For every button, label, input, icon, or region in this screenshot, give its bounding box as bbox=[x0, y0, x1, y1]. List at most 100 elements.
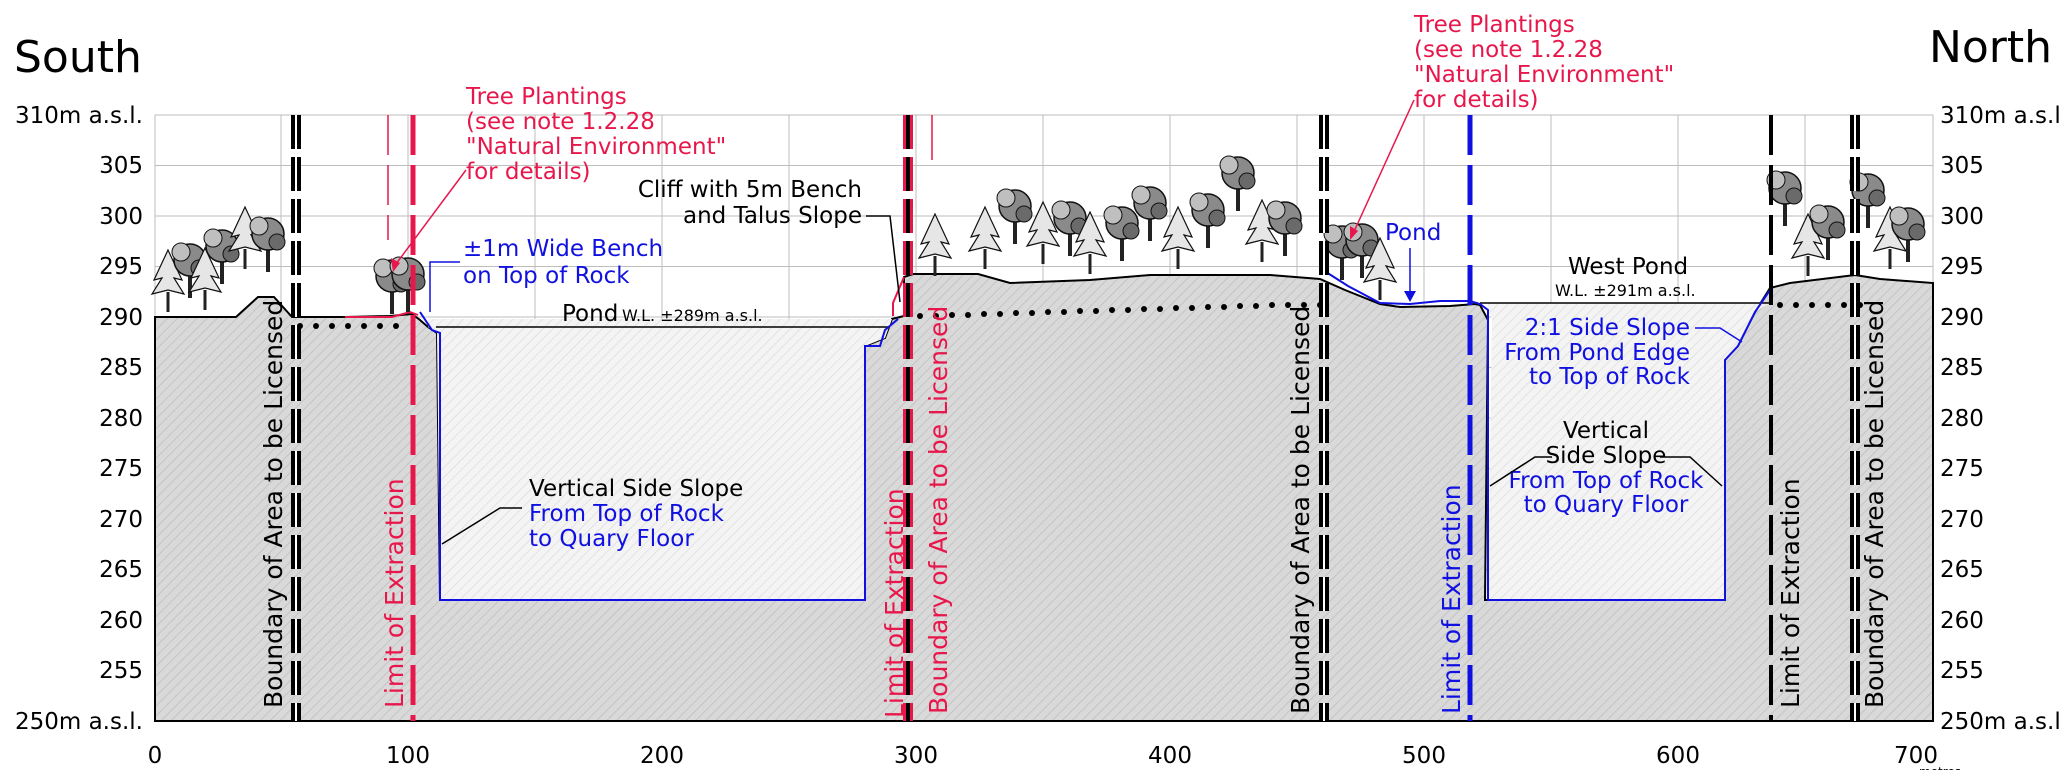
vertical-side-slope-south-leader bbox=[441, 507, 522, 545]
x-tick: 700 bbox=[1894, 743, 1938, 769]
y-tick-left: 275 bbox=[99, 456, 143, 482]
y-tick-left: 255 bbox=[99, 658, 143, 684]
tree-plantings-south-note: Tree Plantings (see note 1.2.28 "Natural… bbox=[465, 84, 726, 185]
svg-text:for details): for details) bbox=[466, 159, 591, 185]
x-tick: 300 bbox=[894, 743, 938, 769]
y-tick-left: 285 bbox=[99, 355, 143, 381]
west-pond-water-level-label: W.L. ±291m a.s.l. bbox=[1555, 281, 1696, 300]
y-tick-right: 300 bbox=[1940, 204, 1984, 230]
y-tick-left: 300 bbox=[99, 204, 143, 230]
limit-label-1: Limit of Extraction bbox=[380, 478, 409, 708]
svg-text:"Natural Environment": "Natural Environment" bbox=[1414, 62, 1674, 88]
cliff-leader bbox=[866, 215, 901, 303]
vertical-side-slope-south-blue-1: From Top of Rock bbox=[529, 501, 725, 527]
x-tick: 600 bbox=[1656, 743, 1700, 769]
svg-text:Cliff with 5m Bench: Cliff with 5m Bench bbox=[638, 177, 862, 203]
y-tick-right: 260 bbox=[1940, 608, 1984, 634]
y-tick-right: 275 bbox=[1940, 456, 1984, 482]
north-quarry-face-blue bbox=[1325, 271, 1771, 601]
vertical-side-slope-south-blue-2: to Quary Floor bbox=[529, 526, 694, 552]
vertical-side-slope-north-blue-1: From Top of Rock bbox=[1509, 468, 1705, 494]
svg-text:(see note 1.2.28: (see note 1.2.28 bbox=[466, 109, 655, 135]
svg-text:2:1 Side Slope: 2:1 Side Slope bbox=[1525, 315, 1690, 341]
vertical-side-slope-north-label-1: Vertical bbox=[1563, 418, 1649, 444]
y-label-bottom-right: 250m a.s.l. bbox=[1940, 709, 2062, 735]
y-axis-left: 310m a.s.l. 305 300 295 290 285 280 275 … bbox=[15, 103, 143, 735]
boundary-label-4: Boundary of Area to be Licensed bbox=[1860, 300, 1889, 708]
tree-plantings-north-note: Tree Plantings (see note 1.2.28 "Natural… bbox=[1413, 12, 1674, 113]
arrowhead bbox=[391, 258, 400, 272]
vertical-side-slope-north-blue-2: to Quary Floor bbox=[1524, 492, 1689, 518]
y-tick-right: 305 bbox=[1940, 153, 1984, 179]
north-pond-label: Pond bbox=[1385, 220, 1441, 246]
y-tick-right: 270 bbox=[1940, 507, 1984, 533]
wide-bench-note: ±1m Wide Bench on Top of Rock bbox=[463, 236, 663, 289]
x-axis: 0 100 200 300 400 500 600 700 metres bbox=[148, 743, 1961, 770]
x-tick: 200 bbox=[640, 743, 684, 769]
y-tick-left: 260 bbox=[99, 608, 143, 634]
red-top-of-rock bbox=[345, 276, 905, 318]
y-tick-right: 295 bbox=[1940, 254, 1984, 280]
y-label-bottom-left: 250m a.s.l. bbox=[15, 709, 143, 735]
x-tick: 400 bbox=[1148, 743, 1192, 769]
svg-text:to Top of Rock: to Top of Rock bbox=[1529, 364, 1691, 390]
svg-text:Tree Plantings: Tree Plantings bbox=[1413, 12, 1575, 38]
y-tick-left: 265 bbox=[99, 557, 143, 583]
x-tick: 100 bbox=[386, 743, 430, 769]
north-heading: North bbox=[1929, 22, 2052, 73]
y-tick-left: 270 bbox=[99, 507, 143, 533]
trees-north-hill bbox=[1766, 170, 1926, 277]
tree-plantings-south-leader bbox=[392, 169, 467, 269]
svg-text:"Natural Environment": "Natural Environment" bbox=[466, 134, 726, 160]
y-tick-left: 290 bbox=[99, 305, 143, 331]
south-pond-water-level-label: W.L. ±289m a.s.l. bbox=[622, 306, 763, 325]
svg-text:±1m Wide Bench: ±1m Wide Bench bbox=[463, 236, 663, 262]
south-quarry-pit bbox=[428, 319, 892, 600]
y-tick-right: 255 bbox=[1940, 658, 1984, 684]
x-tick: 0 bbox=[148, 743, 163, 769]
boundary-label-1: Boundary of Area to be Licensed bbox=[259, 300, 288, 708]
svg-text:Tree Plantings: Tree Plantings bbox=[465, 84, 627, 110]
limit-label-2: Limit of Extraction bbox=[880, 488, 909, 718]
vertical-side-slope-north-label-2: Side Slope bbox=[1546, 443, 1667, 469]
west-pond-title: West Pond bbox=[1568, 254, 1688, 280]
south-pond-label: Pond bbox=[562, 301, 618, 327]
cliff-note: Cliff with 5m Bench and Talus Slope bbox=[638, 177, 862, 229]
boundary-label-2: Boundary of Area to be Licensed bbox=[924, 306, 953, 714]
tree-plantings-north-leader bbox=[1351, 99, 1415, 237]
side-slope-note: 2:1 Side Slope From Pond Edge to Top of … bbox=[1504, 315, 1690, 390]
limit-label-4: Limit of Extraction bbox=[1776, 478, 1805, 708]
vertical-side-slope-north-leader-left bbox=[1489, 456, 1552, 487]
svg-text:From Pond Edge: From Pond Edge bbox=[1504, 340, 1690, 366]
y-tick-right: 290 bbox=[1940, 305, 1984, 331]
y-axis-right: 310m a.s.l. 305 300 295 290 285 280 275 … bbox=[1940, 103, 2062, 735]
y-tick-right: 280 bbox=[1940, 406, 1984, 432]
svg-text:(see note 1.2.28: (see note 1.2.28 bbox=[1414, 37, 1603, 63]
wide-bench-leader bbox=[429, 261, 460, 312]
y-tick-right: 285 bbox=[1940, 355, 1984, 381]
y-tick-left: 295 bbox=[99, 254, 143, 280]
limit-label-3: Limit of Extraction bbox=[1437, 484, 1466, 714]
trees-central-ridge bbox=[968, 155, 1303, 275]
south-quarry-face-blue bbox=[419, 311, 899, 601]
south-heading: South bbox=[14, 32, 142, 83]
svg-text:on Top of Rock: on Top of Rock bbox=[463, 263, 630, 289]
svg-text:for details): for details) bbox=[1414, 87, 1539, 113]
vertical-side-slope-south-label: Vertical Side Slope bbox=[529, 476, 743, 502]
y-label-top-left: 310m a.s.l. bbox=[15, 103, 143, 129]
y-label-top-right: 310m a.s.l. bbox=[1940, 103, 2062, 129]
arrowhead bbox=[1404, 291, 1416, 302]
north-quarry-pit bbox=[1488, 303, 1770, 600]
vertical-side-slope-north-leader-right bbox=[1660, 456, 1723, 487]
y-tick-left: 280 bbox=[99, 406, 143, 432]
x-tick: 500 bbox=[1402, 743, 1446, 769]
y-tick-right: 265 bbox=[1940, 557, 1984, 583]
svg-text:and Talus Slope: and Talus Slope bbox=[683, 203, 862, 229]
arrowhead bbox=[1350, 226, 1358, 240]
y-tick-left: 305 bbox=[99, 153, 143, 179]
side-slope-leader bbox=[1695, 327, 1743, 343]
boundary-label-3: Boundary of Area to be Licensed bbox=[1286, 306, 1315, 714]
x-axis-unit: metres bbox=[1919, 765, 1961, 770]
trees-south-bench bbox=[373, 256, 426, 315]
